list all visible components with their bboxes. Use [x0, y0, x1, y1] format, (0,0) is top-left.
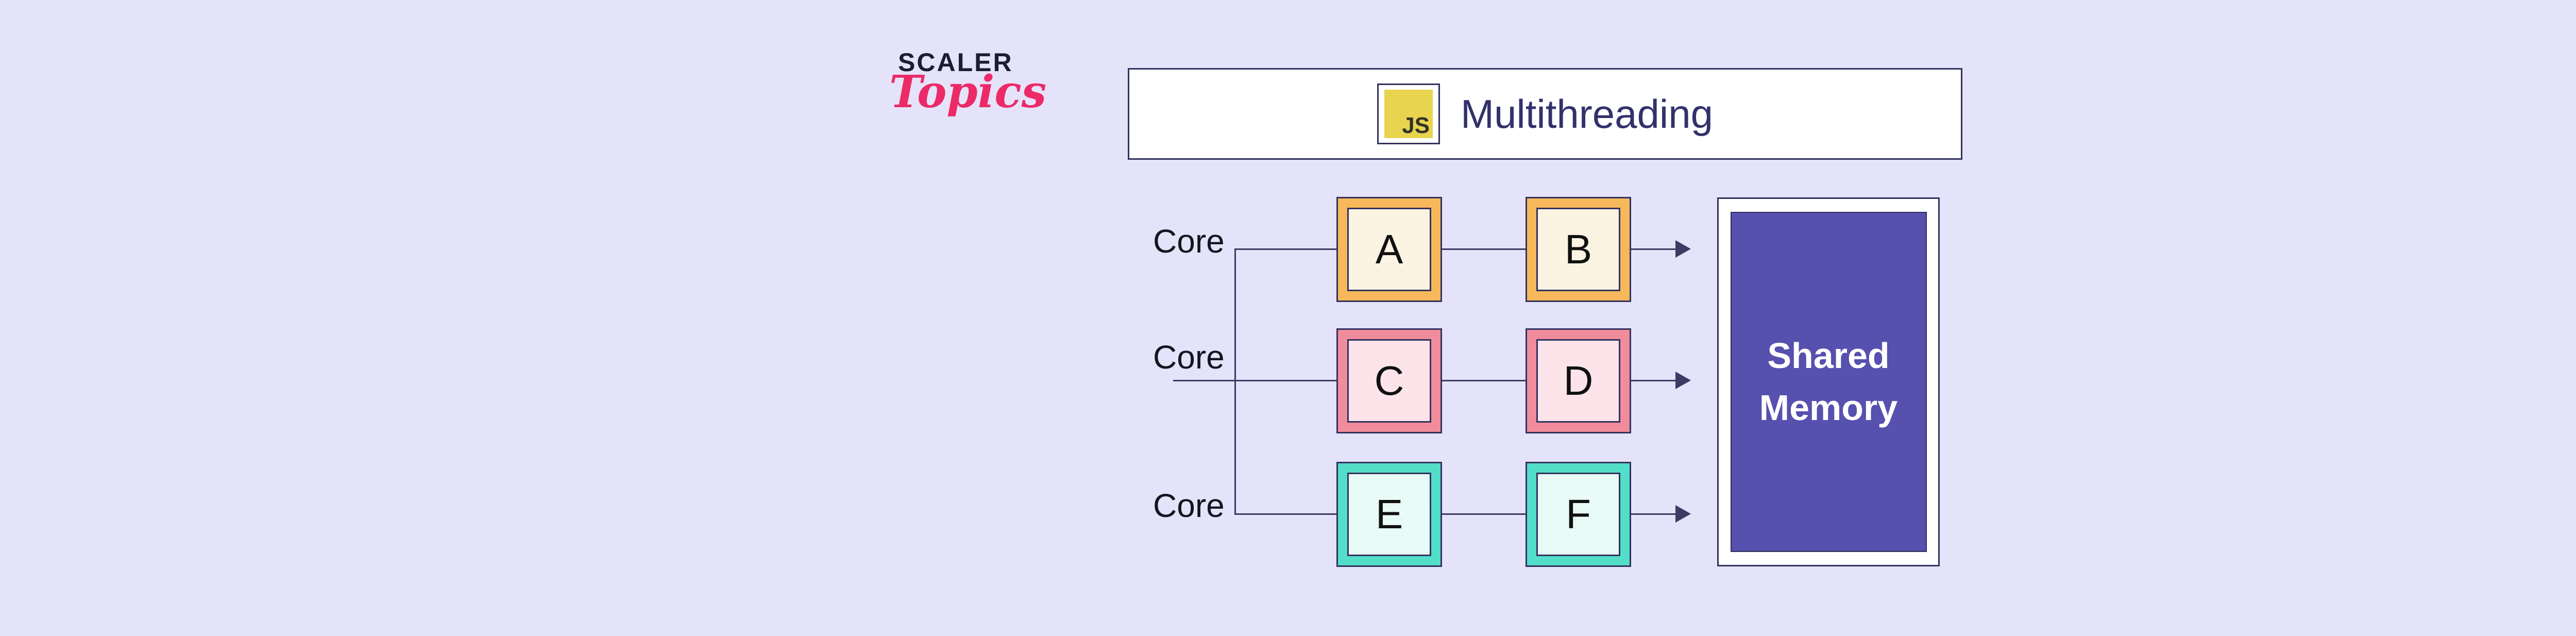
task-box-d-inner: D — [1536, 339, 1620, 423]
scaler-logo-brand: SCALER — [898, 48, 1013, 77]
task-label-e: E — [1375, 491, 1403, 537]
js-logo-square: JS — [1384, 90, 1433, 138]
title-bar: JS Multithreading — [1128, 68, 1962, 160]
connector-line-c-to-d — [1442, 380, 1526, 381]
task-box-f-inner: F — [1536, 473, 1620, 556]
connector-line-f-to-memory — [1631, 513, 1676, 515]
task-box-f: F — [1526, 462, 1631, 567]
trunk-connector-line — [1234, 248, 1236, 515]
core-label-3: Core — [1153, 487, 1225, 524]
task-box-c: C — [1336, 328, 1442, 433]
connector-line-core1-to-a — [1234, 248, 1337, 250]
task-box-b-inner: B — [1536, 208, 1620, 291]
core-label-1: Core — [1153, 223, 1225, 260]
task-box-e: E — [1336, 462, 1442, 567]
js-logo-icon: JS — [1377, 83, 1440, 144]
shared-memory-frame: Shared Memory — [1717, 197, 1940, 566]
shared-memory-label-line1: Shared — [1767, 336, 1890, 376]
task-label-c: C — [1374, 358, 1404, 404]
connector-line-core3-to-e — [1234, 513, 1337, 515]
js-logo-text: JS — [1402, 113, 1430, 138]
task-box-a-inner: A — [1347, 208, 1431, 291]
connector-line-b-to-memory — [1631, 248, 1676, 250]
task-box-c-inner: C — [1347, 339, 1431, 423]
task-box-a: A — [1336, 197, 1442, 302]
arrow-icon-row1 — [1675, 240, 1691, 258]
scaler-logo-topics: Topics — [889, 66, 1047, 118]
task-label-f: F — [1566, 491, 1591, 537]
connector-line-d-to-memory — [1631, 380, 1676, 381]
connector-line-e-to-f — [1442, 513, 1526, 515]
task-box-d: D — [1526, 328, 1631, 433]
task-label-d: D — [1563, 358, 1594, 404]
connector-line-core2-to-c — [1173, 380, 1337, 381]
page-title: Multithreading — [1461, 91, 1713, 137]
task-box-b: B — [1526, 197, 1631, 302]
connector-line-a-to-b — [1442, 248, 1526, 250]
task-label-b: B — [1564, 226, 1592, 272]
arrow-icon-row2 — [1675, 372, 1691, 389]
task-label-a: A — [1375, 226, 1403, 272]
task-box-e-inner: E — [1347, 473, 1431, 556]
core-label-2: Core — [1153, 339, 1225, 376]
arrow-icon-row3 — [1675, 505, 1691, 523]
shared-memory-box: Shared Memory — [1730, 212, 1927, 552]
shared-memory-label-line2: Memory — [1759, 388, 1898, 428]
